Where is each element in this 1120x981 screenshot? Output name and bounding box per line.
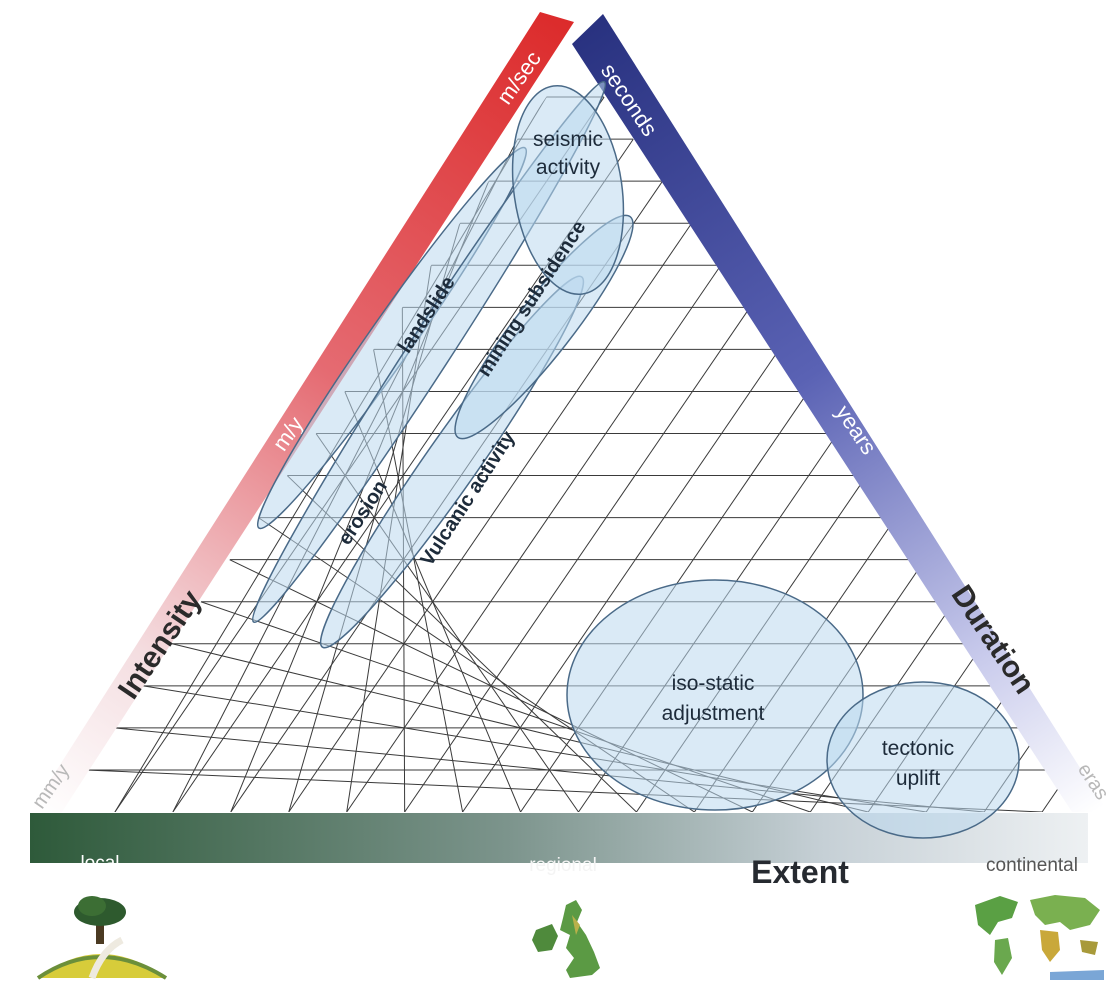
landslide-ellipse (251, 80, 607, 624)
extent-small-label: local (80, 853, 119, 874)
seismic-activity-ellipse (511, 85, 625, 295)
extent-axis-title: Extent (751, 854, 849, 890)
grid-line-left-parallel (462, 349, 780, 812)
british-isles-map-icon (532, 900, 600, 978)
seismic-activity-label-line2: activity (536, 156, 601, 179)
local-landscape-icon (36, 896, 168, 980)
extent-mid-label: regional (529, 855, 597, 876)
tectonic-uplift-ellipse (826, 681, 1020, 839)
iso-static-adjustment-ellipse (566, 579, 864, 811)
intensity-band (28, 12, 574, 815)
iso-static-adjustment-label-line1: iso-static (672, 672, 755, 695)
iso-static-adjustment-label-line2: adjustment (662, 702, 765, 725)
tectonic-uplift-label-line1: tectonic (882, 737, 954, 760)
seismic-activity-label-line1: seismic (533, 128, 603, 151)
intensity-axis-title: Intensity (112, 584, 209, 705)
world-map-icon (975, 895, 1104, 980)
tectonic-uplift-label-line2: uplift (896, 767, 941, 790)
duration-band (572, 14, 1108, 812)
process-ellipses (251, 80, 1020, 839)
grid-line-left-parallel (346, 264, 722, 812)
extent-large-label: continental (986, 855, 1078, 876)
